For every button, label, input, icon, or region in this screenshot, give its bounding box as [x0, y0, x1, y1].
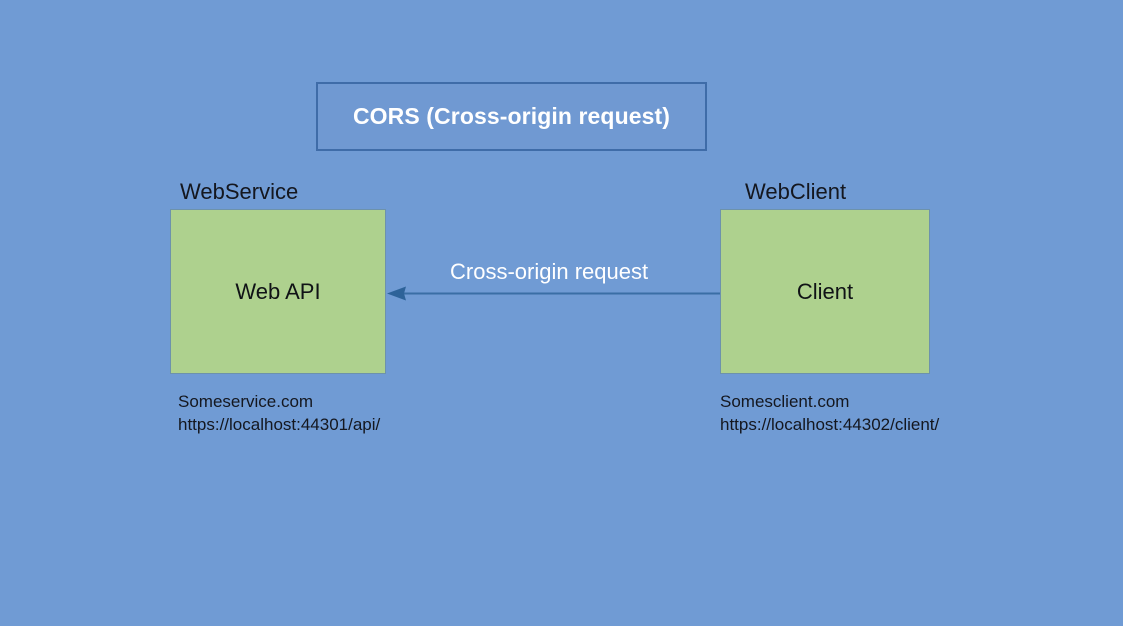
- url-webclient: https://localhost:44302/client/: [720, 415, 940, 434]
- group-caption-webservice: WebService: [180, 179, 299, 204]
- node-label-client: Client: [796, 278, 854, 304]
- group-caption-webclient: WebClient: [745, 179, 847, 204]
- node-box-client[interactable]: Client: [720, 209, 930, 374]
- page-title: CORS (Cross-origin request): [352, 103, 671, 129]
- node-label-web-api: Web API: [235, 278, 321, 304]
- host-webservice: Someservice.com: [178, 392, 314, 411]
- url-webservice: https://localhost:44301/api/: [178, 415, 381, 434]
- host-webclient: Somesclient.com: [720, 392, 850, 411]
- arrowhead-icon: [387, 286, 406, 301]
- title-box: CORS (Cross-origin request): [316, 82, 707, 151]
- url-block-webclient: Somesclient.com https://localhost:44302/…: [720, 390, 939, 436]
- url-block-webservice: Someservice.com https://localhost:44301/…: [178, 390, 380, 436]
- connector-label: Cross-origin request: [450, 259, 649, 284]
- node-box-web-api[interactable]: Web API: [170, 209, 386, 374]
